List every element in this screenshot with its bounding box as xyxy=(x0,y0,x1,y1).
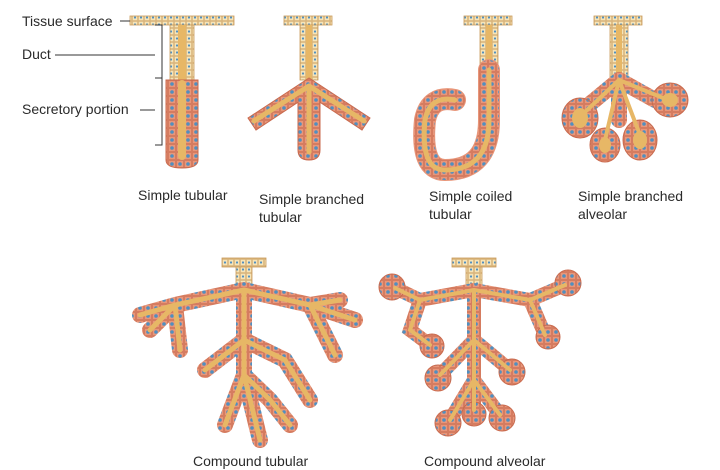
leader-lines xyxy=(55,20,163,146)
caption-simple-coiled-tubular-line1: Simple coiled xyxy=(429,188,513,204)
simple-branched-alveolar-gland xyxy=(561,15,689,163)
compound-tubular-gland xyxy=(132,257,363,448)
simple-branched-tubular-gland xyxy=(247,15,371,161)
label-secretory-portion: Secretory portion xyxy=(22,101,129,117)
caption-simple-branched-tubular-line2: tubular xyxy=(259,209,302,225)
caption-simple-branched-tubular-line1: Simple branched xyxy=(259,191,365,207)
caption-compound-tubular: Compound tubular xyxy=(193,453,309,469)
tissue-surface-layer xyxy=(129,15,235,26)
duct-lumen xyxy=(178,25,186,80)
caption-simple-tubular: Simple tubular xyxy=(138,187,228,203)
compound-alveolar-gland xyxy=(378,257,582,437)
caption-simple-coiled-tubular-line2: tubular xyxy=(429,206,472,222)
secretory-bracket xyxy=(155,77,163,146)
simple-tubular-gland xyxy=(129,15,235,169)
caption-simple-branched-alveolar-line2: alveolar xyxy=(578,206,628,222)
secretory-lumen xyxy=(178,80,186,160)
duct-bracket xyxy=(155,24,163,79)
caption-compound-alveolar: Compound alveolar xyxy=(424,453,546,469)
simple-coiled-tubular-gland xyxy=(413,15,513,182)
caption-simple-branched-alveolar-line1: Simple branched xyxy=(578,188,684,204)
label-tissue-surface: Tissue surface xyxy=(22,13,113,29)
label-duct: Duct xyxy=(22,46,51,62)
